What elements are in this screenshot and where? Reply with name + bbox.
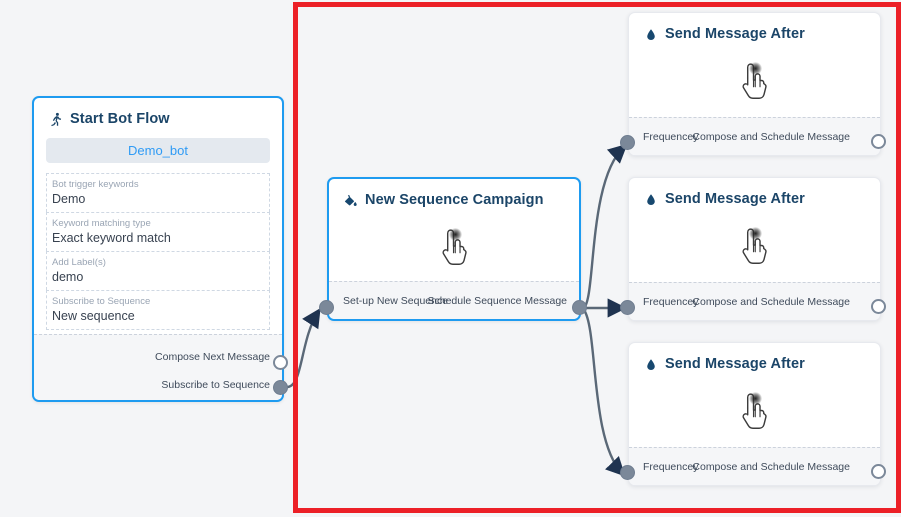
edge-bot-to-sequence xyxy=(286,307,321,389)
port-label-compose-and-schedule-message: Compose and Schedule Message xyxy=(692,460,850,473)
cursor-blob xyxy=(749,392,762,405)
port-label-frequencey: Frequencey xyxy=(643,460,699,473)
node-footer: Frequencey Compose and Schedule Message xyxy=(629,447,880,485)
bot-selector-chip[interactable]: Demo_bot xyxy=(46,138,270,163)
pointing-hand-cursor xyxy=(432,227,480,271)
port-schedule-sequence-message-out[interactable] xyxy=(572,300,587,315)
port-label-compose-and-schedule-message: Compose and Schedule Message xyxy=(692,295,850,308)
pointing-hand-cursor xyxy=(732,226,780,270)
port-label-frequencey: Frequencey xyxy=(643,295,699,308)
node-title: New Sequence Campaign xyxy=(365,192,544,208)
node-header: Send Message After xyxy=(629,178,880,207)
node-header: Send Message After xyxy=(629,13,880,42)
cursor-blob xyxy=(749,62,762,75)
node-header: Send Message After xyxy=(629,343,880,372)
bot-name: Demo_bot xyxy=(128,143,188,158)
running-person-icon xyxy=(48,111,63,127)
edge-sequence-to-card1 xyxy=(582,143,628,309)
water-droplet-icon xyxy=(643,26,658,42)
port-subscribe-to-sequence[interactable] xyxy=(273,380,288,395)
node-title: Send Message After xyxy=(665,191,805,207)
field-label: Add Label(s) xyxy=(52,257,106,268)
node-header: New Sequence Campaign xyxy=(329,179,579,208)
node-title: Send Message After xyxy=(665,26,805,42)
water-droplet-icon xyxy=(643,356,658,372)
node-send-message-after-2[interactable]: Send Message After Frequencey Compose an… xyxy=(628,177,881,321)
port-label-schedule-sequence-message: Schedule Sequence Message xyxy=(427,294,567,307)
port-label-compose-next-message: Compose Next Message xyxy=(155,351,270,363)
field-bot-trigger-keywords[interactable]: Bot trigger keywords Demo xyxy=(46,173,270,212)
port-compose-and-schedule-message-out-1[interactable] xyxy=(871,134,886,149)
field-value: Demo xyxy=(52,192,86,206)
port-label-setup-new-sequence: Set-up New Sequence xyxy=(343,294,449,307)
pointing-hand-cursor xyxy=(732,61,780,105)
node-send-message-after-1[interactable]: Send Message After Frequencey Compose an… xyxy=(628,12,881,156)
port-frequencey-in-2[interactable] xyxy=(620,300,635,315)
paint-pour-icon xyxy=(343,192,358,208)
port-frequencey-in-3[interactable] xyxy=(620,465,635,480)
field-list: Bot trigger keywords Demo Keyword matchi… xyxy=(46,173,270,330)
field-label: Bot trigger keywords xyxy=(52,179,139,190)
node-footer: Frequencey Compose and Schedule Message xyxy=(629,282,880,320)
node-footer: Set-up New Sequence Schedule Sequence Me… xyxy=(329,281,579,319)
port-compose-next-message[interactable] xyxy=(273,355,288,370)
field-keyword-matching-type[interactable]: Keyword matching type Exact keyword matc… xyxy=(46,212,270,251)
port-label-frequencey: Frequencey xyxy=(643,130,699,143)
node-title: Send Message After xyxy=(665,356,805,372)
field-add-labels[interactable]: Add Label(s) demo xyxy=(46,251,270,290)
node-new-sequence-campaign[interactable]: New Sequence Campaign Set-up New Sequenc… xyxy=(327,177,581,321)
field-value: New sequence xyxy=(52,309,135,323)
node-title: Start Bot Flow xyxy=(70,111,170,127)
edge-sequence-to-card3 xyxy=(582,309,626,477)
port-setup-new-sequence-in[interactable] xyxy=(319,300,334,315)
field-value: Exact keyword match xyxy=(52,231,171,245)
node-header: Start Bot Flow xyxy=(34,98,282,127)
water-droplet-icon xyxy=(643,191,658,207)
port-compose-and-schedule-message-out-3[interactable] xyxy=(871,464,886,479)
port-label-subscribe-to-sequence: Subscribe to Sequence xyxy=(161,379,270,391)
port-label-compose-and-schedule-message: Compose and Schedule Message xyxy=(692,130,850,143)
cursor-blob xyxy=(749,227,762,240)
node-send-message-after-3[interactable]: Send Message After Frequencey Compose an… xyxy=(628,342,881,486)
node-footer: Compose Next Message Subscribe to Sequen… xyxy=(34,334,282,400)
node-start-bot-flow[interactable]: Start Bot Flow Demo_bot Bot trigger keyw… xyxy=(32,96,284,402)
pointing-hand-cursor xyxy=(732,391,780,435)
field-label: Subscribe to Sequence xyxy=(52,296,151,307)
field-label: Keyword matching type xyxy=(52,218,151,229)
field-value: demo xyxy=(52,270,84,284)
port-compose-and-schedule-message-out-2[interactable] xyxy=(871,299,886,314)
field-subscribe-to-sequence[interactable]: Subscribe to Sequence New sequence xyxy=(46,290,270,330)
port-frequencey-in-1[interactable] xyxy=(620,135,635,150)
cursor-blob xyxy=(449,228,462,241)
node-footer: Frequencey Compose and Schedule Message xyxy=(629,117,880,155)
